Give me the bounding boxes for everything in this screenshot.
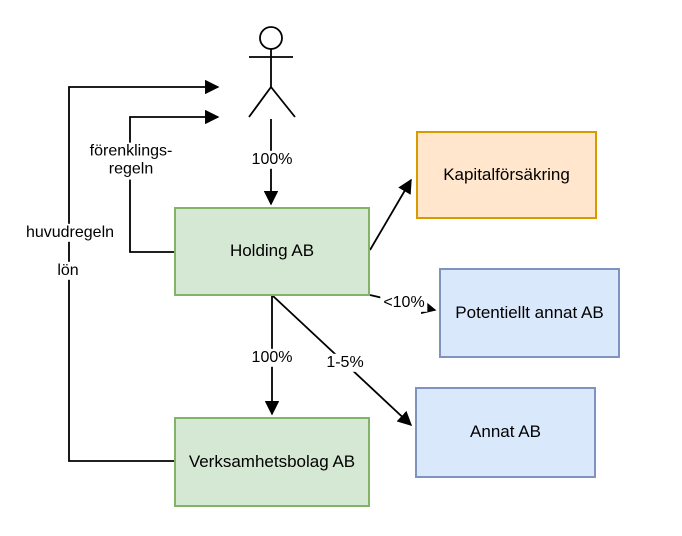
edge-label-forenklingsregeln-line1: förenklings- — [89, 142, 173, 160]
edge-label-lon: lön — [54, 261, 82, 281]
node-holding-ab-label: Holding AB — [229, 241, 315, 261]
edge-holding-to-kapitalforsakring — [369, 178, 412, 251]
edge-label-forenklingsregeln: förenklings- regeln — [86, 142, 176, 180]
node-kapitalforsakring-label: Kapitalförsäkring — [443, 164, 570, 184]
node-annat-ab-label: Annat AB — [470, 422, 541, 442]
edge-forenklingsregeln-to-person — [129, 109, 220, 253]
node-potentiellt-annat-ab: Potentiellt annat AB — [439, 268, 620, 358]
edge-label-huvudregeln: huvudregeln — [22, 223, 118, 243]
node-verksamhetsbolag-ab-label: Verksamhetsbolag AB — [188, 451, 356, 471]
person-left-leg — [248, 86, 272, 118]
node-verksamhetsbolag-ab: Verksamhetsbolag AB — [174, 417, 370, 507]
edge-label-forenklingsregeln-line2: regeln — [108, 161, 154, 178]
node-annat-ab: Annat AB — [415, 387, 596, 478]
node-holding-ab: Holding AB — [174, 207, 370, 296]
node-potentiellt-annat-ab-label: Potentiellt annat AB — [455, 302, 604, 322]
edge-label-100-percent-bottom: 100% — [248, 348, 296, 368]
person-stick-figure-icon — [248, 26, 296, 118]
node-kapitalforsakring: Kapitalförsäkring — [416, 131, 597, 219]
edge-label-less-than-10-percent: <10% — [380, 293, 428, 313]
edge-label-1-5-percent: 1-5% — [323, 353, 367, 373]
person-right-leg — [270, 86, 296, 118]
edge-label-100-percent-top: 100% — [248, 150, 296, 170]
person-head — [259, 26, 283, 50]
